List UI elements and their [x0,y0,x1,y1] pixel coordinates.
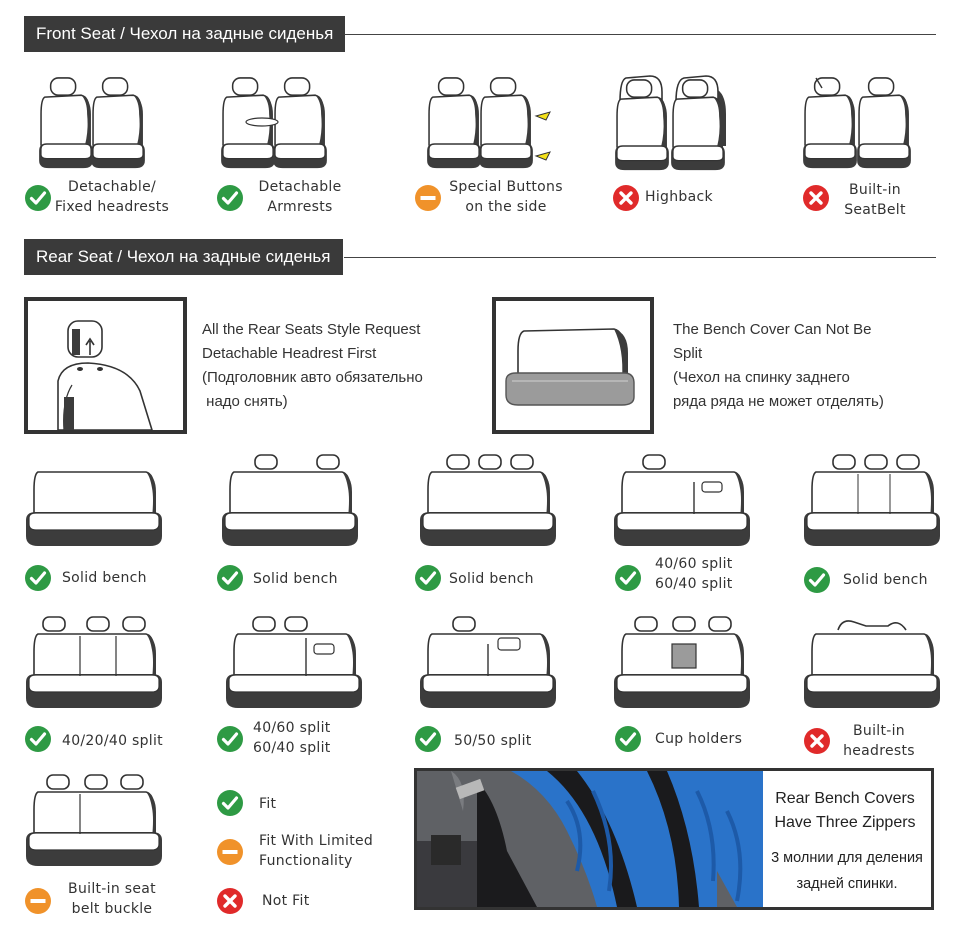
rear-solid-bench-three-headrests-image [419,454,557,547]
fit-check-icon [216,564,244,592]
not-fit-cross-icon [612,184,640,212]
rear-bench-zipper-photo [417,771,763,907]
bench-cover-image [492,297,654,434]
rear-builtin-headrests-image [803,620,941,709]
rear-builtin-belt-buckle-image [25,774,163,867]
front-seat-special-buttons-image [426,77,551,169]
rear-cup-holders-image [613,616,751,709]
rear-solid-bench-seatback-image [803,454,941,547]
front-seat-highback-image [614,75,726,171]
fit-check-icon [216,725,244,753]
rear-seat-header: Rear Seat / Чехол на задные сиденья [24,239,343,275]
legend-limited-icon [216,838,244,866]
rear-50-50-split-image [419,616,557,709]
rear-seat-divider [344,257,936,258]
fit-check-icon [614,725,642,753]
rear-solid-bench-two-headrests-image [221,454,359,547]
limited-minus-icon [414,184,442,212]
headrest-removal-image [24,297,187,434]
front-seat-armrests-image [220,77,328,169]
caption-solid-bench: Solid bench [449,571,534,587]
caption-highback: Highback [645,189,713,205]
caption-40-20-40-split: 40/20/40 split [62,733,163,749]
front-seat-builtin-seatbelt-image [802,77,912,169]
legend-not-fit-icon [216,887,244,915]
fit-check-icon [24,725,52,753]
fit-check-icon [414,725,442,753]
fit-check-icon [24,184,52,212]
caption-solid-bench: Solid bench [843,572,928,588]
caption-cup-holders: Cup holders [655,731,743,747]
front-seat-header: Front Seat / Чехол на задные сиденья [24,16,346,52]
rear-40-60-split-image [225,616,363,709]
legend-fit-icon [216,789,244,817]
legend-fit-label: Fit [259,796,277,812]
caption-solid-bench: Solid bench [253,571,338,587]
rear-split-bench-image [613,454,751,547]
not-fit-cross-icon [803,727,831,755]
caption-solid-bench: Solid bench [62,570,147,586]
rear-solid-bench-image [25,471,163,547]
limited-minus-icon [24,887,52,915]
not-fit-cross-icon [802,184,830,212]
bench-cover-note: The Bench Cover Can Not Be Split (Чехол … [673,321,884,410]
fit-check-icon [414,564,442,592]
caption-detachable-headrests: Detachable/Fixed headrests [54,179,170,215]
front-seat-divider [344,34,936,35]
fit-check-icon [803,566,831,594]
fit-check-icon [614,564,642,592]
legend-not-fit-label: Not Fit [262,893,310,909]
headrest-removal-note: All the Rear Seats Style Request Detacha… [202,321,423,410]
front-seat-detachable-headrests-image [38,77,146,169]
fit-check-icon [24,564,52,592]
caption-50-50-split: 50/50 split [454,733,532,749]
fit-check-icon [216,184,244,212]
rear-40-20-40-split-image [25,616,163,709]
